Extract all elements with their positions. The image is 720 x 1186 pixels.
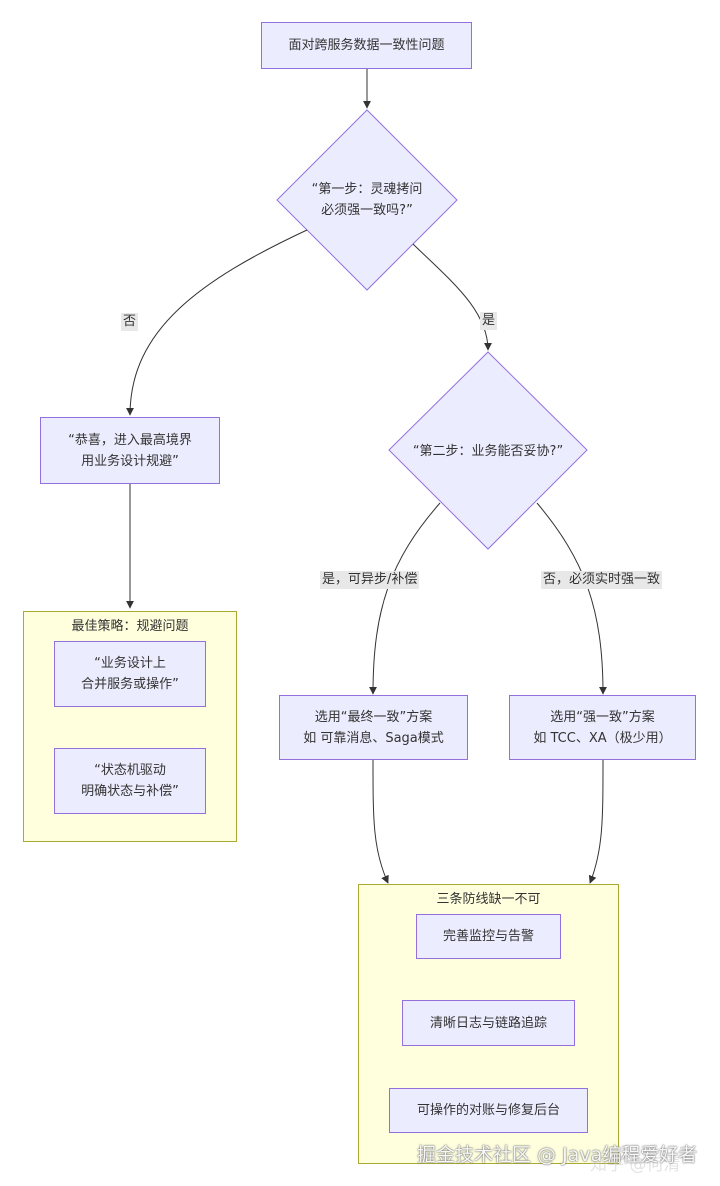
- edge-strong-defense: [588, 759, 604, 884]
- decision-diamond-step2: [388, 351, 588, 550]
- eventual-consistency-node: 选用“最终一致”方案 如 可靠消息、Saga模式: [279, 695, 468, 760]
- edge-step2-eventual: [369, 502, 441, 695]
- watermark-secondary: 知乎 @何清: [590, 1155, 681, 1175]
- decision-diamond-step1: [276, 109, 458, 291]
- best-strategy-item: “业务设计上 合并服务或操作”: [54, 641, 206, 707]
- step2-label: “第二步：业务能否妥协?”: [412, 443, 564, 459]
- edge-step1-yes: [412, 243, 492, 351]
- edge-label-async: 是，可异步/补偿: [320, 571, 420, 589]
- defense-item: 完善监控与告警: [416, 914, 561, 959]
- best-strategy-item: “状态机驱动 明确状态与补偿”: [54, 748, 206, 814]
- edge-eventual-defense: [372, 759, 389, 884]
- watermark-primary: 掘金技术社区 @ Java编程爱好者: [417, 1144, 698, 1166]
- edge-label-yes: 是: [480, 312, 498, 330]
- start-node: 面对跨服务数据一致性问题: [261, 22, 472, 69]
- congrats-node: “恭喜，进入最高境界 用业务设计规避”: [40, 417, 220, 484]
- best-strategy-title: 最佳策略：规避问题: [71, 619, 189, 634]
- defense-lines-title: 三条防线缺一不可: [436, 892, 541, 907]
- step1-label: “第一步：灵魂拷问 必须强一致吗?”: [311, 182, 423, 218]
- strong-consistency-node: 选用“强一致”方案 如 TCC、XA（极少用）: [509, 695, 696, 760]
- defense-item: 清晰日志与链路追踪: [402, 1000, 575, 1046]
- edge-label-no: 否: [121, 313, 139, 331]
- defense-item: 可操作的对账与修复后台: [389, 1088, 588, 1133]
- edge-label-realtime: 否，必须实时强一致: [541, 571, 663, 589]
- edge-step2-strong: [536, 502, 607, 695]
- edge-step1-no: [126, 229, 308, 416]
